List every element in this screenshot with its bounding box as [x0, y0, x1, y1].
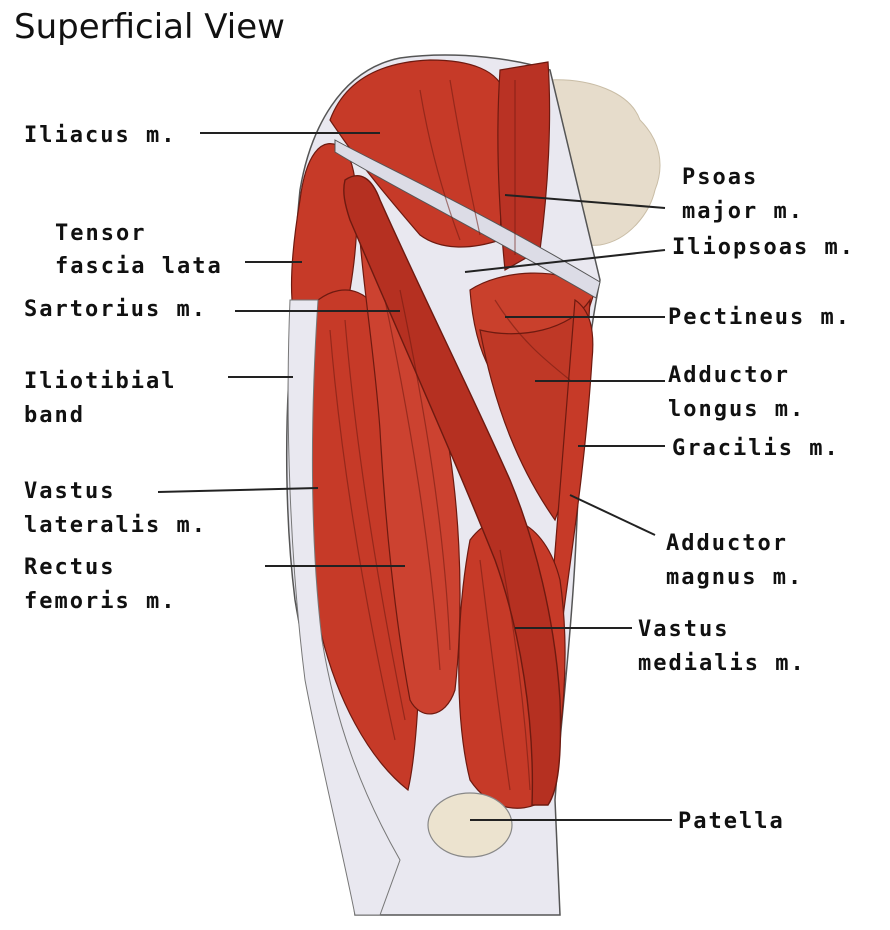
label-sartorius: Sartorius m.	[24, 297, 207, 322]
leader-line-adductor-magnus	[570, 495, 655, 535]
patella-bone	[428, 793, 512, 857]
label-tensor-fascia-lata: Tensor fascia lata	[55, 221, 223, 279]
label-iliopsoas: Iliopsoas m.	[672, 235, 855, 260]
label-iliacus: Iliacus m.	[24, 123, 176, 148]
thigh-illustration	[287, 55, 660, 915]
label-vastus-medialis: Vastus medialis m.	[638, 617, 806, 676]
diagram-title: Superficial View	[14, 7, 285, 47]
label-gracilis: Gracilis m.	[672, 436, 840, 461]
label-vastus-lateralis: Vastus lateralis m.	[24, 479, 207, 538]
label-adductor-magnus: Adductor magnus m.	[666, 531, 803, 590]
label-iliotibial-band: Iliotibial band	[24, 369, 192, 428]
label-psoas-major: Psoas major m.	[682, 165, 804, 224]
tensor-fascia-lata-muscle	[292, 144, 357, 309]
label-rectus-femoris: Rectus femoris m.	[24, 555, 176, 614]
label-patella: Patella	[678, 809, 785, 834]
label-pectineus: Pectineus m.	[668, 305, 851, 330]
label-adductor-longus: Adductor longus m.	[668, 363, 805, 422]
